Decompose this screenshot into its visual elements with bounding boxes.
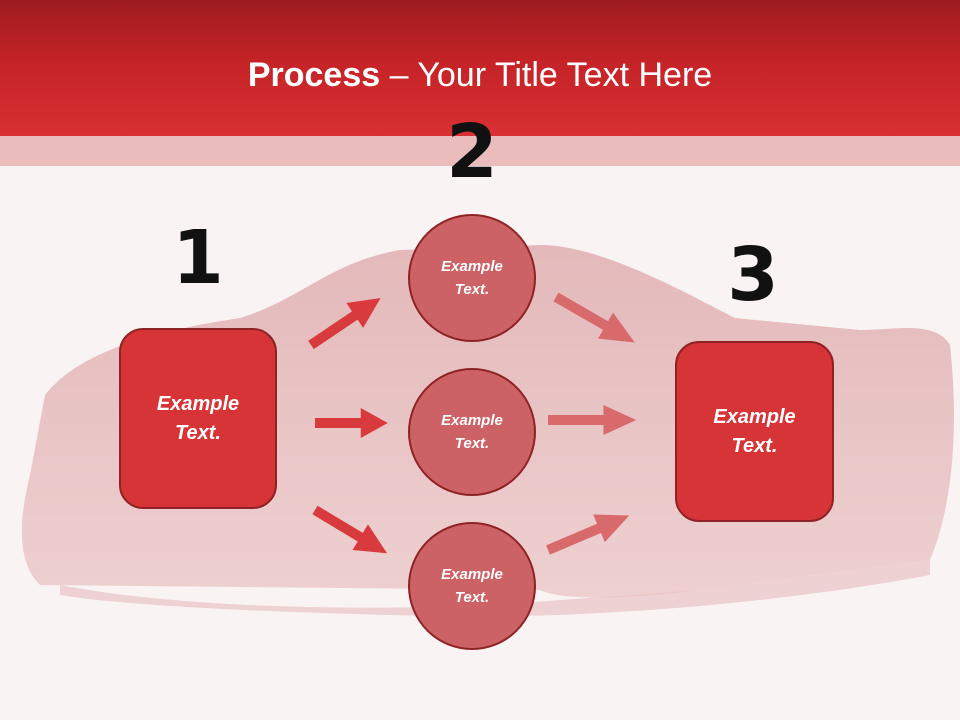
step-box-3-text: Example Text. bbox=[713, 405, 796, 457]
arrow-icon bbox=[307, 497, 395, 567]
circle-bottom-text: Example Text. bbox=[441, 566, 503, 606]
car-skirt bbox=[60, 560, 930, 617]
circle-top: Example Text. bbox=[408, 214, 536, 342]
circle-middle: Example Text. bbox=[408, 368, 536, 496]
title-bar-band bbox=[0, 136, 960, 166]
title-bar bbox=[0, 0, 960, 136]
slide-title: Process – Your Title Text Here bbox=[0, 52, 960, 98]
title-bold-part: Process bbox=[247, 56, 381, 94]
step-number-1: 1 bbox=[172, 215, 224, 301]
circle-middle-text: Example Text. bbox=[441, 412, 503, 452]
step-number-3: 3 bbox=[727, 232, 779, 318]
step-number-2: 2 bbox=[446, 109, 498, 195]
arrow-icon bbox=[542, 501, 636, 564]
step-box-3: Example Text. bbox=[675, 341, 834, 522]
title-rest-part: – Your Title Text Here bbox=[380, 56, 713, 94]
circle-bottom: Example Text. bbox=[408, 522, 536, 650]
arrow-icon bbox=[302, 285, 390, 358]
arrow-icon bbox=[548, 405, 637, 435]
step-box-1: Example Text. bbox=[119, 328, 277, 509]
arrow-icon bbox=[315, 408, 388, 438]
circle-top-text: Example Text. bbox=[441, 258, 503, 298]
step-box-1-text: Example Text. bbox=[156, 392, 240, 444]
arrow-icon bbox=[548, 284, 643, 356]
